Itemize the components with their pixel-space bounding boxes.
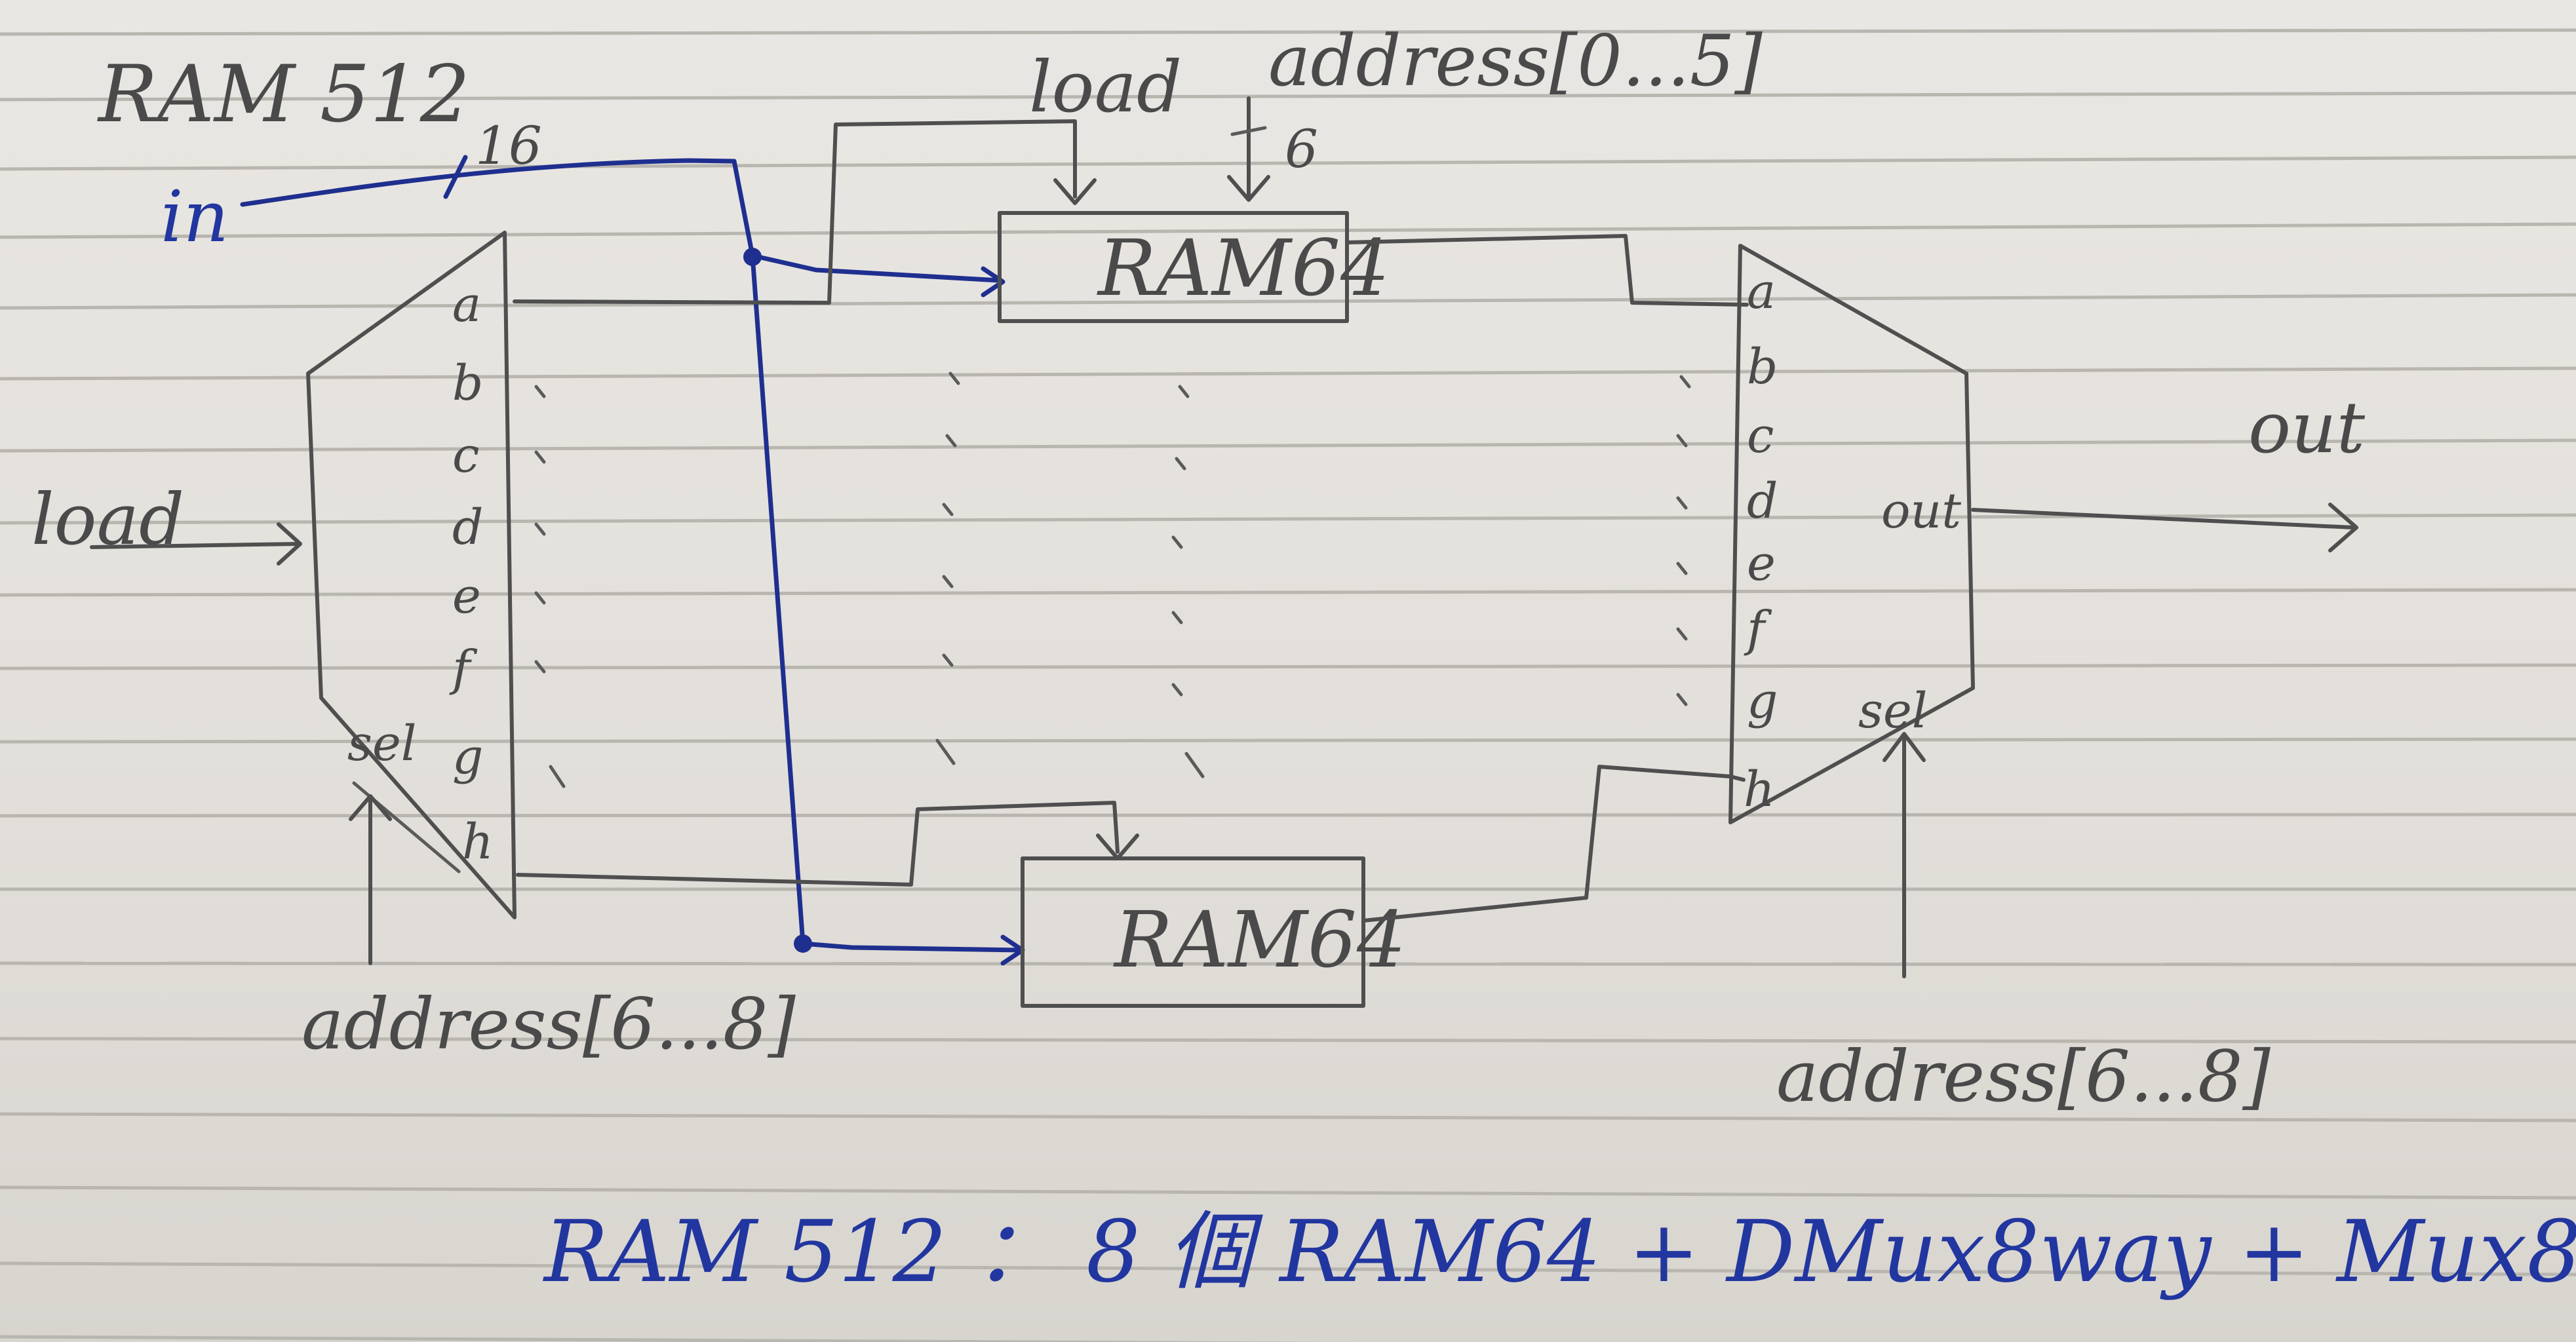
- dmux-port-h: h: [462, 814, 494, 870]
- mux-port-d: d: [1747, 473, 1778, 529]
- top-ram64-label: RAM64: [1097, 223, 1390, 313]
- dmux-ports: a b c d e f g h: [449, 277, 494, 870]
- mux-address-label: address[6...8]: [1776, 1036, 2271, 1118]
- load-left-wire: [90, 542, 300, 549]
- dmux-sel-label: sel: [347, 716, 416, 772]
- mux-port-c: c: [1747, 408, 1774, 464]
- mux-ports: a b c d e f g h: [1744, 263, 1778, 818]
- caption: RAM 512 ： 8 個 RAM64 + DMux8way + Mux8Way…: [543, 1202, 2576, 1301]
- bottom-ram64-label: RAM64: [1113, 894, 1406, 985]
- output-wire: [1971, 508, 2355, 529]
- mux-port-e: e: [1747, 535, 1776, 592]
- input-in-label: in: [161, 176, 229, 258]
- dmux-a-to-top-load-wire: [513, 119, 1077, 305]
- mux-shape: [1728, 244, 1975, 824]
- dmux-port-a: a: [452, 277, 481, 333]
- dmux-port-b: b: [452, 355, 483, 412]
- dmux-port-g: g: [452, 729, 483, 785]
- top-ram-to-mux-wire: [1345, 234, 1749, 307]
- arrow-head: [981, 266, 1005, 297]
- mux-port-b: b: [1747, 339, 1778, 395]
- top-ram-load-label: load: [1029, 47, 1182, 128]
- junction-dot: [743, 248, 762, 266]
- input-to-top-ram-wire: [750, 253, 1002, 283]
- mux-port-a: a: [1747, 263, 1776, 320]
- diagram-title: RAM 512: [97, 49, 470, 140]
- mux-port-f: f: [1744, 601, 1772, 657]
- arrow-head: [1053, 178, 1097, 205]
- bottom-ram64-box: [1021, 856, 1365, 1008]
- input-bus-wire: [240, 158, 737, 207]
- input-to-bottom-ram-wire: [800, 941, 1025, 953]
- dmux-h-to-bottom-load-wire: [516, 801, 1120, 887]
- ram-ellipsis-ticks: [935, 372, 1205, 778]
- dmux-address-label: address[6...8]: [302, 984, 796, 1065]
- dmux-port-e: e: [452, 568, 481, 624]
- dmux-port-c: c: [452, 427, 479, 484]
- output-out-label: out: [2248, 387, 2366, 469]
- arrow-head: [277, 522, 302, 566]
- bottom-ram-to-mux-wire: [1361, 765, 1746, 923]
- top-ram-address-width: 6: [1285, 119, 1318, 180]
- top-ram-address-label: address[0...5]: [1268, 20, 1763, 102]
- mux-input-ticks: [1676, 375, 1691, 706]
- ruled-lines: [0, 28, 2576, 1342]
- bus-width-slash: [1230, 126, 1267, 136]
- arrow-head: [2328, 503, 2358, 552]
- mux-port-g: g: [1747, 673, 1778, 729]
- bus-width-slash: [443, 155, 468, 199]
- mux-out-port-label: out: [1881, 483, 1961, 539]
- arrow-head: [349, 794, 392, 821]
- top-ram64-box: [998, 211, 1349, 323]
- input-distribution-wire: [732, 159, 806, 946]
- junction-dot: [794, 934, 812, 953]
- mux-port-h: h: [1744, 761, 1775, 818]
- mux-sel-label: sel: [1858, 683, 1927, 739]
- arrow-head: [1227, 175, 1270, 202]
- input-bus-width: 16: [475, 115, 542, 176]
- dmux-shape: [306, 231, 517, 919]
- arrow-head: [1883, 732, 1926, 762]
- dmux-output-ticks: [534, 385, 566, 788]
- dmux-port-d: d: [452, 499, 483, 556]
